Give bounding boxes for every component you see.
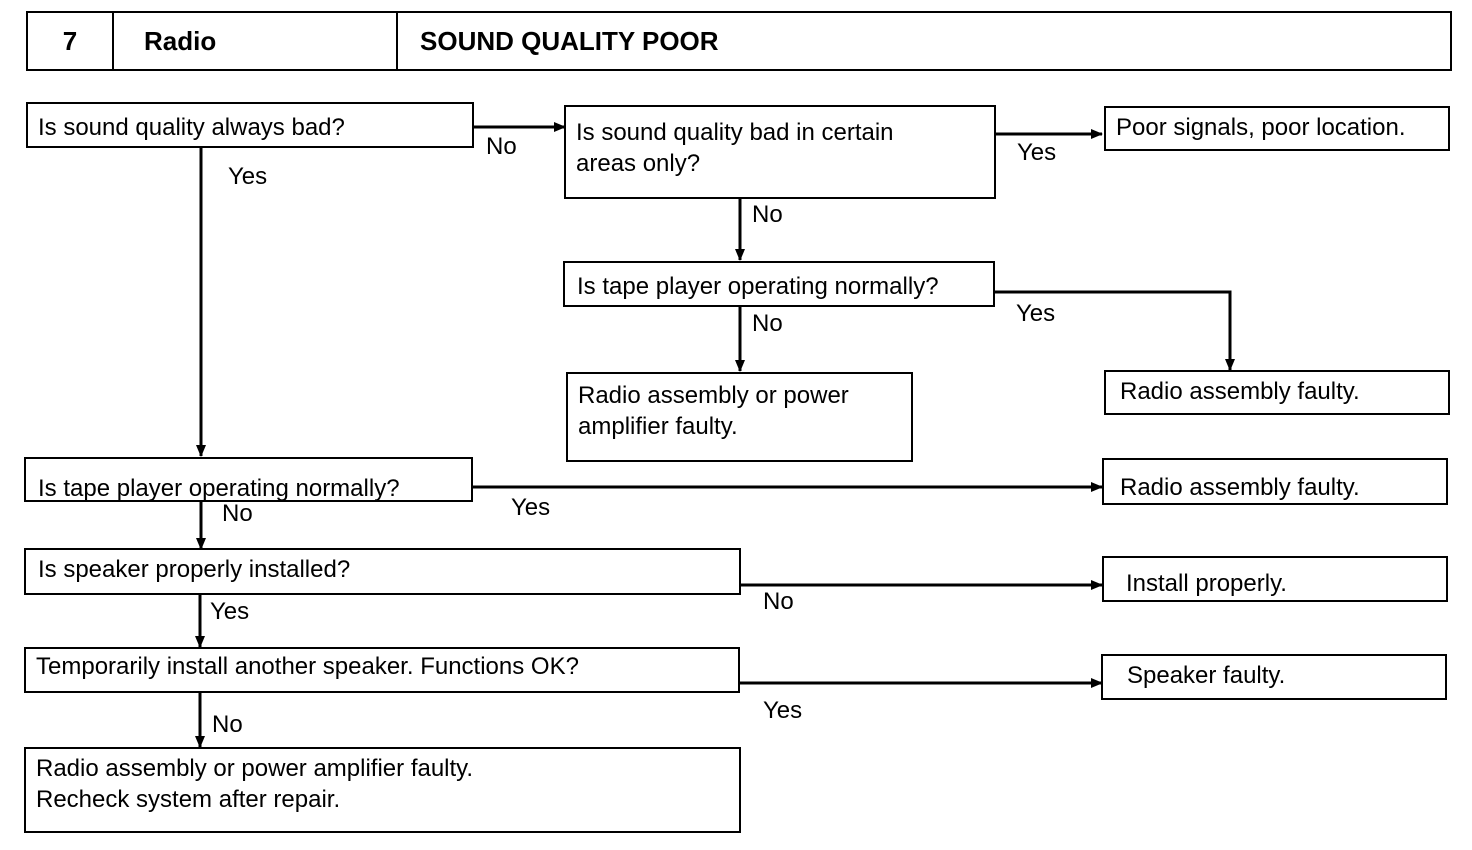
label-speaker-no: No: [763, 588, 794, 615]
question-tape-player-upper: Is tape player operating normally?: [563, 261, 995, 307]
label-always-bad-no: No: [486, 133, 517, 160]
system-name: Radio: [114, 13, 398, 69]
result-radio-amp-faulty-upper: Radio assembly or power amplifier faulty…: [566, 372, 913, 462]
question-certain-areas: Is sound quality bad in certain areas on…: [564, 105, 996, 199]
result-radio-faulty-lower: Radio assembly faulty.: [1102, 458, 1448, 505]
label-speaker-yes: Yes: [210, 598, 250, 625]
label-certain-areas-yes: Yes: [1017, 139, 1057, 166]
question-always-bad: Is sound quality always bad?: [26, 102, 474, 148]
result-final-radio-amp-faulty: Radio assembly or power amplifier faulty…: [24, 747, 741, 833]
result-poor-signals: Poor signals, poor location.: [1104, 106, 1450, 151]
label-certain-areas-no: No: [752, 201, 783, 228]
label-tape-lower-yes: Yes: [511, 494, 551, 521]
label-temp-yes: Yes: [763, 697, 803, 724]
result-speaker-faulty: Speaker faulty.: [1101, 654, 1447, 700]
label-temp-no: No: [212, 711, 243, 738]
section-number: 7: [28, 13, 114, 69]
question-speaker-installed: Is speaker properly installed?: [24, 548, 741, 595]
label-tape-lower-no: No: [222, 500, 253, 527]
result-radio-faulty-upper: Radio assembly faulty.: [1104, 370, 1450, 415]
question-temp-speaker: Temporarily install another speaker. Fun…: [24, 647, 740, 693]
header-bar: 7 Radio SOUND QUALITY POOR: [26, 11, 1452, 71]
label-tape-upper-no: No: [752, 310, 783, 337]
arrow-tape-upper-yes: [995, 290, 1235, 371]
question-tape-player-lower: Is tape player operating normally?: [24, 457, 473, 502]
page-title: SOUND QUALITY POOR: [420, 25, 719, 56]
label-tape-upper-yes: Yes: [1016, 300, 1056, 327]
label-always-bad-yes: Yes: [228, 163, 268, 190]
result-install-properly: Install properly.: [1102, 556, 1448, 602]
